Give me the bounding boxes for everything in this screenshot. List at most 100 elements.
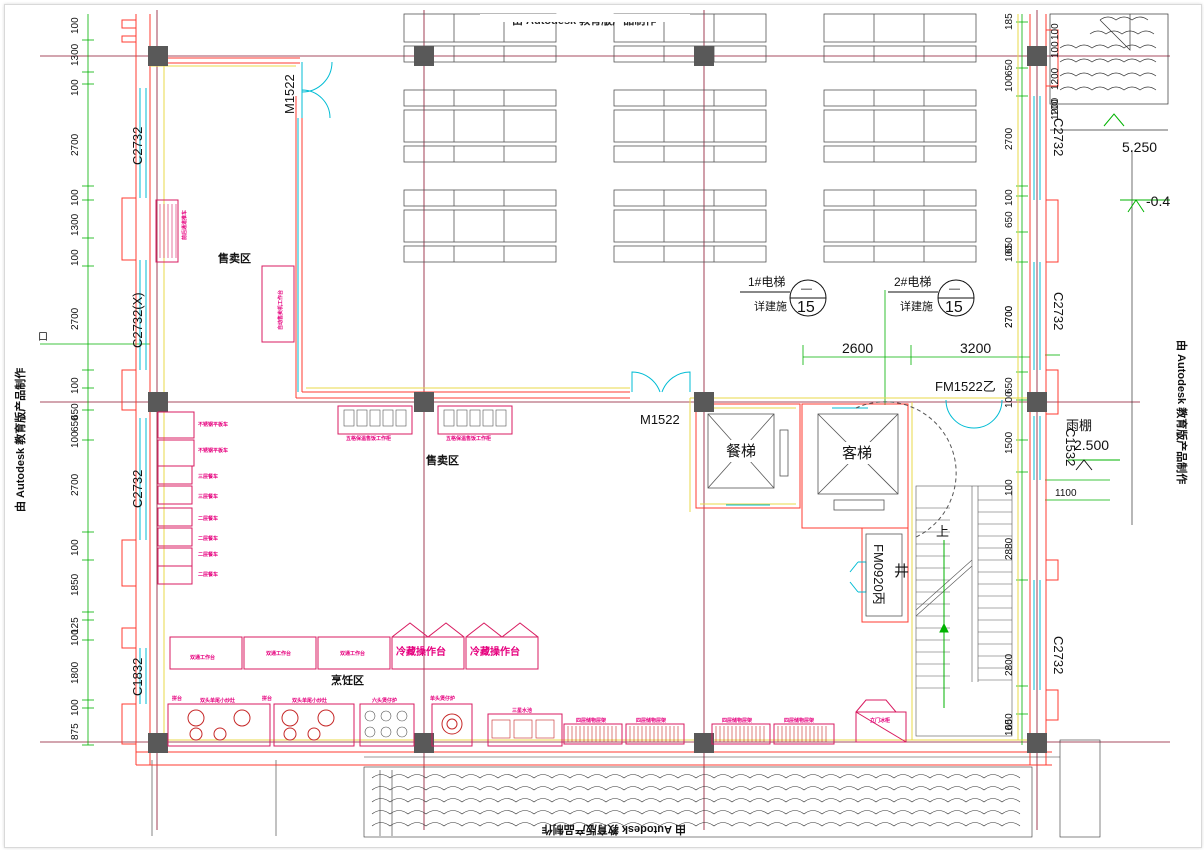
window-label-right-2: C2732 [1051,292,1066,330]
windows [139,88,1041,704]
equip-shelf-1: 四层储物层架 [576,717,606,724]
left-dim-4: 100 [70,189,81,206]
equip-cart-6: 二层餐车 [198,535,218,542]
elevator-2-detail: 详建施 [900,299,933,313]
door-label-fmshaft: FM0920丙 [871,544,886,605]
shaft-label: 井 [894,563,909,580]
left-dim-13: 100 [70,539,81,556]
right-dim-15: 2800 [1004,653,1015,676]
right-dim-11: 100 [1004,391,1015,408]
equip-cold-2: 冷藏操作台 [470,645,520,658]
right-dim-6: 650 [1004,237,1015,254]
walls [121,14,1059,766]
right-top-dim-4: 1200 [1050,97,1061,120]
right-top-dim-1: 100 [1050,41,1061,58]
seating-tables [403,13,977,263]
equip-stove-f: 单头煲仔炉 [430,695,455,702]
structural-columns [148,46,1047,753]
right-dim-10: 650 [1004,377,1015,394]
right-dim-14: 2880 [1004,537,1015,560]
elevator-1-number: 15 [797,299,815,316]
right-dim-5: 650 [1004,211,1015,228]
left-dim-16: 100 [70,629,81,646]
level-2500: 2.500 [1074,437,1109,453]
equip-cart-7: 二层餐车 [198,551,218,558]
elevator-1-detail: 详建施 [754,299,787,313]
equip-freezer: 立门冰柜 [870,717,890,724]
watermark-right: 由 Autodesk 教育版产品制作 [1175,340,1189,484]
window-label-left-1: C2732 [130,127,145,165]
left-dim-1: 1300 [70,43,81,66]
lift-label-bg-1 [716,440,764,462]
equip-cart-4: 三层餐车 [198,493,218,500]
equip-cart-1: 不锈钢平板车 [198,421,228,428]
zone-label-sales-1: 售卖区 [217,251,251,265]
grid-lines [40,10,1170,830]
equip-stove-c: 拼台 [261,695,272,702]
left-dim-3: 2700 [70,133,81,156]
left-dim-18: 100 [70,699,81,716]
left-dim-19: 875 [70,723,81,740]
left-dim-2: 100 [70,79,81,96]
left-dim-14: 1850 [70,573,81,596]
left-dim-0: 100 [70,17,81,34]
left-dim-17: 1800 [70,661,81,684]
right-dim-13: 100 [1004,479,1015,496]
door-label-m1522-mid: M1522 [640,412,680,427]
elevator-detail-circles [740,279,975,317]
door-label-m1522-top: M1522 [282,74,297,114]
window-label-right-1: C2732 [1051,118,1066,156]
right-dim-2: 100 [1004,75,1015,92]
left-dim-5: 1300 [70,213,81,236]
left-dim-9: 650 [70,403,81,420]
wok-grid [364,710,408,738]
zone-label-cooking: 烹饪区 [331,673,364,687]
dimension-2600: 2600 [842,340,873,356]
level-markers [1068,113,1170,471]
right-dim-9: 2700 [1004,305,1015,328]
equip-bench-2: 双通工作台 [266,650,291,657]
equip-shelf-2: 四层储物层架 [636,717,666,724]
lift-label-passenger: 客梯 [842,445,872,462]
doors [301,61,1003,593]
equip-counter-2: 五格保温售饭工作柜 [446,435,491,442]
equipment-outlines [155,199,907,747]
right-dim-1: 650 [1004,59,1015,76]
door-label-fm1522: FM1522乙 [935,379,996,394]
equip-counter-1: 五格保温售饭工作柜 [346,435,391,442]
equip-sink: 三星水池 [512,707,532,714]
left-dim-6: 100 [70,249,81,266]
equip-shelf-3: 四层储物层架 [722,717,752,724]
left-dim-8: 100 [70,377,81,394]
roof-tiles-top-right [1049,13,1169,525]
left-marker: 口 [38,332,48,343]
shelf-hatching [491,719,827,742]
window-label-left-3: C2732 [130,470,145,508]
equip-stove-d: 双头单尾小炒灶 [292,697,327,704]
level-neg04: -0.4 [1146,193,1170,209]
elevator-2-label: 2#电梯 [894,275,931,289]
stair-arrows [939,540,949,708]
stair-up-label: 上 [936,524,949,539]
right-dim-3: 2700 [1004,127,1015,150]
window-label-left-2: C2732(X) [130,292,145,348]
equip-stove-e: 六头煲仔炉 [372,697,397,704]
equip-cart-3: 三层餐车 [198,473,218,480]
dimension-lines [40,14,1110,746]
window-label-right-3: C1532 [1063,428,1078,466]
lift-label-food: 餐梯 [726,443,756,460]
window-label-left-4: C1832 [130,658,145,696]
left-dim-10: 650 [70,415,81,432]
equip-cold-1: 冷藏操作台 [396,645,446,658]
right-dimension-texts: 1856501002700100650650100270027006501001… [1004,13,1015,736]
left-dim-12: 2700 [70,473,81,496]
equip-vertical-cart: 前后通道推车 [181,210,188,240]
right-top-dim-3: 100 [1050,99,1061,116]
watermark-bottom: 由 Autodesk 教育版产品制作 [542,823,686,837]
right-dim-4: 100 [1004,189,1015,206]
left-dim-7: 2700 [70,307,81,330]
